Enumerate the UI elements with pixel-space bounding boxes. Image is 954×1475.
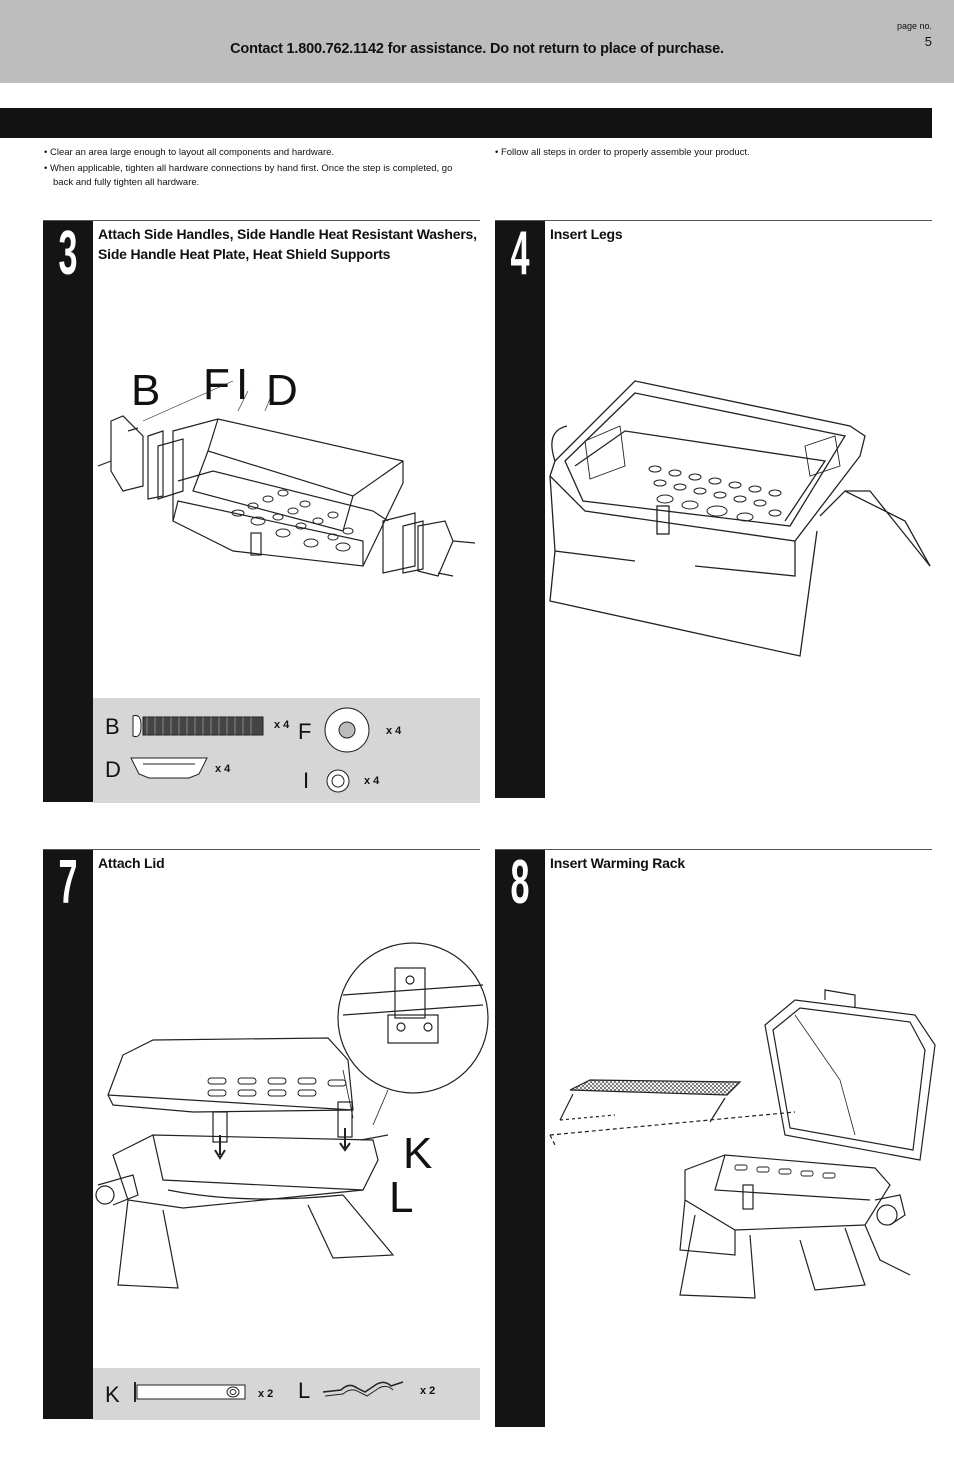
- grill-legs-illustration: [549, 380, 931, 657]
- tip-item: Follow all steps in order to properly as…: [495, 146, 925, 160]
- step-7-stripe: [43, 850, 93, 1419]
- hardware-f-qty: x 4: [386, 725, 402, 737]
- tips-left: Clear an area large enough to layout all…: [44, 146, 474, 192]
- section-bar: [0, 108, 932, 138]
- hinge-pin-icon: [134, 1382, 246, 1402]
- hardware-k-qty: x 2: [258, 1388, 274, 1400]
- hardware-k-letter: K: [105, 1382, 120, 1407]
- step-4-title: Insert Legs: [550, 226, 623, 242]
- hardware-b-qty: x 4: [274, 719, 290, 731]
- contact-notice: Contact 1.800.762.1142 for assistance. D…: [230, 41, 724, 57]
- step-3-stripe: [43, 221, 93, 802]
- hardware-b-letter: B: [105, 714, 120, 739]
- hardware-i-letter: I: [303, 768, 310, 793]
- header-band: [0, 0, 954, 83]
- hardware-f-letter: F: [298, 719, 312, 744]
- step-3-number: 3: [58, 219, 78, 288]
- step-7-hardware-box: K x 2 L x 2: [93, 1368, 480, 1420]
- step-7-panel: 7 Attach Lid K L: [43, 848, 489, 1420]
- hardware-i-qty: x 4: [364, 775, 380, 787]
- step-8-panel: 8 Insert Warming Rack: [495, 848, 936, 1427]
- step-4-number: 4: [510, 219, 530, 288]
- warming-rack-illustration: [549, 989, 936, 1299]
- callout-k: K: [403, 1129, 433, 1178]
- attach-lid-illustration: [95, 942, 489, 1289]
- page-number: 5: [924, 34, 932, 49]
- step-8-title: Insert Warming Rack: [550, 855, 685, 871]
- callout-l: L: [389, 1173, 414, 1222]
- callout-b: B: [131, 366, 161, 415]
- hardware-l-qty: x 2: [420, 1385, 436, 1397]
- tips-right: Follow all steps in order to properly as…: [495, 146, 925, 162]
- page-number-label: page no.: [896, 21, 932, 31]
- callout-i: I: [236, 360, 249, 409]
- hardware-d-qty: x 4: [215, 763, 231, 775]
- step-3-panel: 3 Attach Side Handles, Side Handle Heat …: [43, 219, 480, 803]
- step-3-hardware-box: B x 4 F x 4 D x 4 I: [93, 698, 480, 803]
- hardware-l-letter: L: [298, 1378, 311, 1403]
- callout-d: D: [266, 366, 298, 415]
- step-7-title: Attach Lid: [98, 855, 165, 871]
- step-4-stripe: [495, 221, 545, 798]
- hardware-d-letter: D: [105, 757, 121, 782]
- grill-base-illustration: [97, 380, 476, 577]
- bolt-icon: [132, 715, 264, 737]
- heat-shield-support-icon: [130, 757, 208, 779]
- cotter-pin-icon: [322, 1381, 404, 1397]
- tip-item: When applicable, tighten all hardware co…: [44, 162, 474, 190]
- step-4-panel: 4 Insert Legs: [495, 220, 932, 798]
- step-7-number: 7: [58, 848, 78, 917]
- step-8-number: 8: [510, 848, 530, 917]
- tip-item: Clear an area large enough to layout all…: [44, 146, 474, 160]
- washer-icon: [324, 707, 370, 753]
- step-8-stripe: [495, 850, 545, 1427]
- nut-icon: [326, 769, 350, 793]
- step-3-title: Attach Side Handles, Side Handle Heat Re…: [98, 226, 477, 262]
